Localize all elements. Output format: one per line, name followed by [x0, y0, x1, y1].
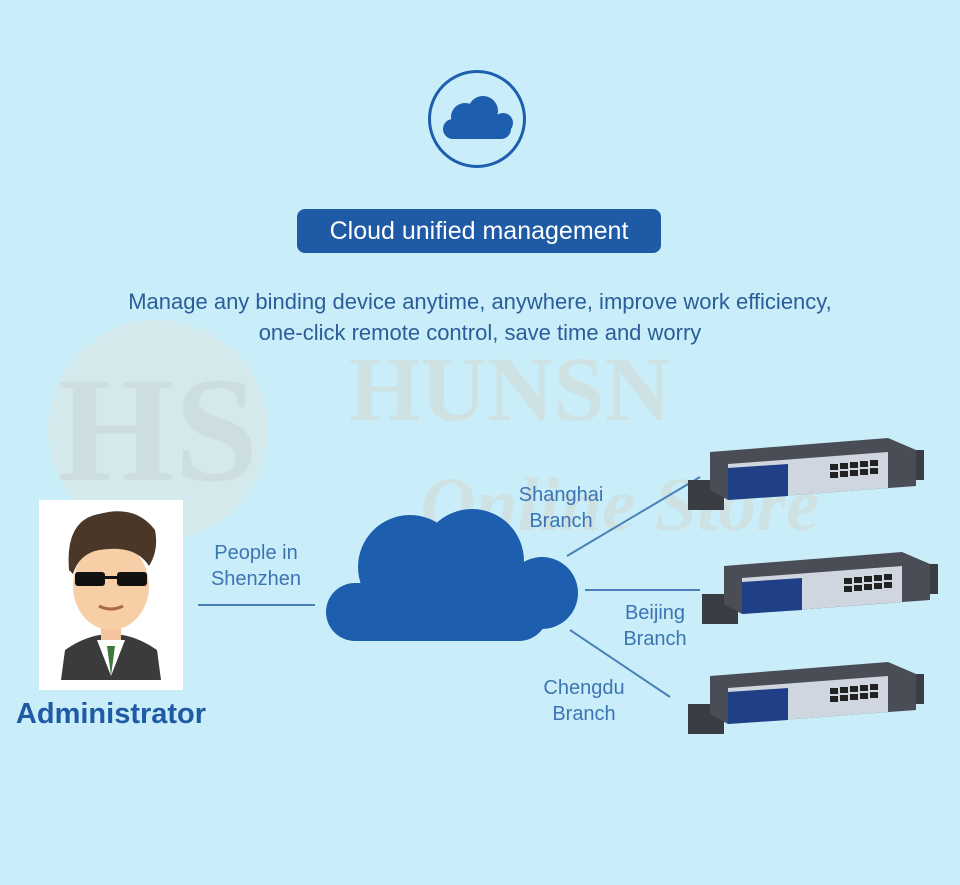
- avatar-face: [73, 542, 149, 630]
- admin-location-line-1: People in: [214, 542, 298, 564]
- branch-label-chengdu: Chengdu Branch: [543, 677, 625, 725]
- branch-label-shanghai: Shanghai Branch: [518, 484, 604, 532]
- firewall-appliance-icon: [688, 438, 924, 510]
- description-line-1: Manage any binding device anytime, anywh…: [128, 289, 832, 314]
- administrator-label: Administrator: [15, 698, 207, 730]
- branch-label-beijing: Beijing Branch: [623, 602, 687, 650]
- avatar-tie: [107, 646, 115, 676]
- admin-location-line-2: Shenzhen: [210, 568, 302, 590]
- cloud-badge-circle: [428, 70, 526, 168]
- chengdu-link-line: [569, 629, 671, 698]
- avatar-sunglasses-left: [75, 572, 105, 586]
- feature-title-badge: Cloud unified management: [297, 209, 661, 253]
- firewall-appliance-icon: [702, 552, 938, 624]
- cloud-hub-icon: [326, 509, 578, 641]
- feature-description: Manage any binding device anytime, anywh…: [30, 286, 930, 348]
- firewall-appliance-icon: [688, 662, 924, 734]
- avatar-hair: [68, 511, 157, 574]
- cloud-icon: [443, 96, 513, 139]
- avatar-mouth: [98, 604, 124, 611]
- admin-location-label: People in Shenzhen: [196, 540, 316, 592]
- avatar-sunglasses-right: [117, 572, 147, 586]
- administrator-avatar-icon: [39, 500, 183, 690]
- shanghai-link-line: [566, 476, 701, 557]
- description-line-2: one-click remote control, save time and …: [258, 320, 702, 345]
